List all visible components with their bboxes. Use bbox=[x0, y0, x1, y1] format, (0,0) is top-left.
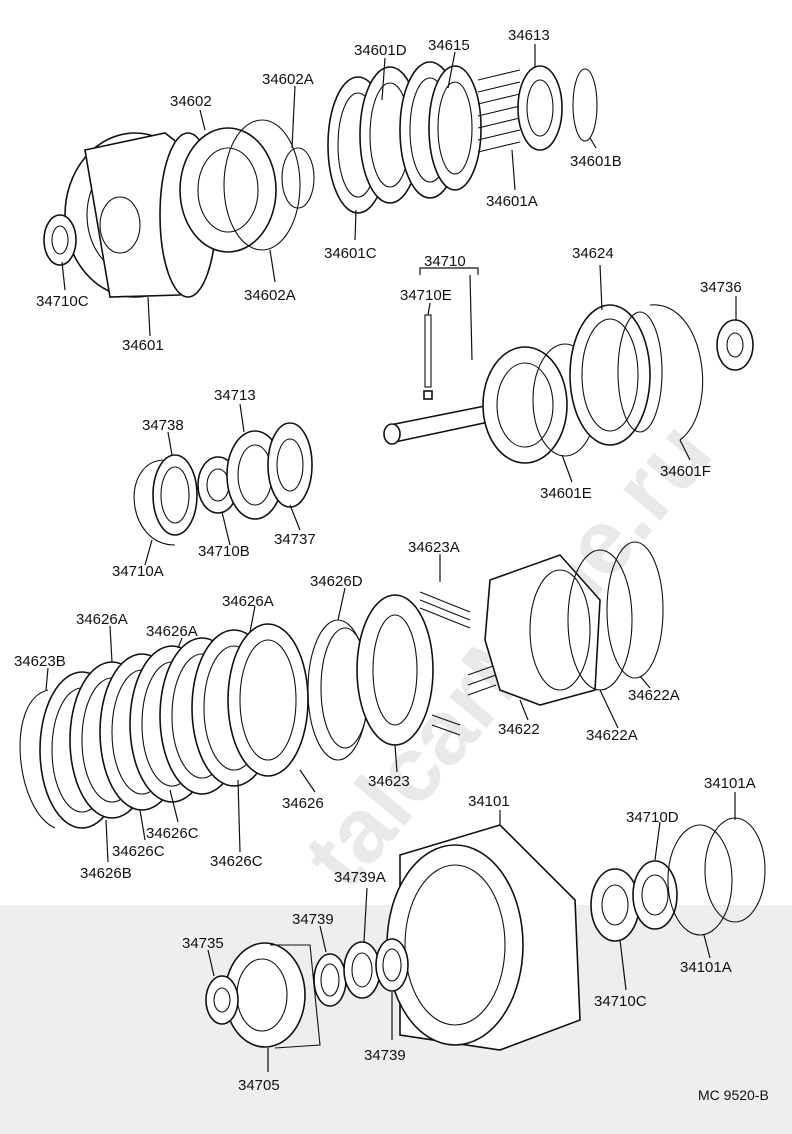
part-34623-piston bbox=[356, 594, 434, 746]
label-34739A: 34739A bbox=[334, 869, 386, 886]
label-34622A-1: 34622A bbox=[628, 687, 680, 704]
label-34602A-top: 34602A bbox=[262, 71, 314, 88]
label-34710E: 34710E bbox=[400, 287, 452, 304]
part-34601C-plates bbox=[327, 61, 482, 214]
part-34623B-snapring bbox=[19, 689, 56, 829]
part-34101-case bbox=[386, 824, 581, 1051]
part-34613-retainer bbox=[517, 65, 563, 151]
part-34624-ring bbox=[569, 304, 663, 446]
label-34737: 34737 bbox=[274, 531, 316, 548]
label-34710A: 34710A bbox=[112, 563, 164, 580]
label-34626A-2: 34626A bbox=[76, 611, 128, 628]
part-34601B-snapring bbox=[572, 68, 598, 142]
label-34710C-bottom: 34710C bbox=[594, 993, 647, 1010]
label-34615: 34615 bbox=[428, 37, 470, 54]
label-34601: 34601 bbox=[122, 337, 164, 354]
part-34601E-drum bbox=[482, 343, 598, 464]
part-34739-bearing-set bbox=[313, 938, 409, 1007]
diagram-code: MC 9520-B bbox=[698, 1087, 769, 1103]
part-34710A-snapring bbox=[133, 459, 176, 546]
part-34710C-washer-top bbox=[43, 214, 77, 266]
label-34626A-1: 34626A bbox=[222, 593, 274, 610]
label-34622A-2: 34622A bbox=[586, 727, 638, 744]
part-34601F-snapring bbox=[649, 304, 704, 441]
label-34626D: 34626D bbox=[310, 573, 363, 590]
label-34623: 34623 bbox=[368, 773, 410, 790]
label-34705: 34705 bbox=[238, 1077, 280, 1094]
label-34101: 34101 bbox=[468, 793, 510, 810]
label-34601D: 34601D bbox=[354, 42, 407, 59]
part-34626-clutch-discs bbox=[39, 623, 309, 829]
label-34710: 34710 bbox=[424, 253, 466, 270]
label-34713: 34713 bbox=[214, 387, 256, 404]
label-34601A: 34601A bbox=[486, 193, 538, 210]
part-34735-washer bbox=[205, 975, 239, 1025]
label-34101A-2: 34101A bbox=[680, 959, 732, 976]
part-34602-piston bbox=[179, 127, 277, 253]
label-34626C-1: 34626C bbox=[146, 825, 199, 842]
label-34626C-3: 34626C bbox=[210, 853, 263, 870]
label-34613: 34613 bbox=[508, 27, 550, 44]
label-34624: 34624 bbox=[572, 245, 614, 262]
label-34735: 34735 bbox=[182, 935, 224, 952]
label-34739-2: 34739 bbox=[364, 1047, 406, 1064]
part-34601A-springs bbox=[477, 69, 521, 153]
label-34626C-2: 34626C bbox=[112, 843, 165, 860]
part-34738-gear bbox=[152, 454, 198, 536]
part-34710D-bearing bbox=[632, 860, 678, 930]
leader-lines bbox=[45, 44, 737, 1072]
label-34623B: 34623B bbox=[14, 653, 66, 670]
label-34601E: 34601E bbox=[540, 485, 592, 502]
label-34602A-bottom: 34602A bbox=[244, 287, 296, 304]
label-34739-1: 34739 bbox=[292, 911, 334, 928]
label-34601F: 34601F bbox=[660, 463, 711, 480]
label-34710C-top: 34710C bbox=[36, 293, 89, 310]
label-34101A-1: 34101A bbox=[704, 775, 756, 792]
part-34622-housing bbox=[484, 554, 601, 706]
label-34738: 34738 bbox=[142, 417, 184, 434]
part-34623A-springs bbox=[419, 591, 497, 736]
part-34602A-seal bbox=[223, 119, 315, 251]
label-34623A: 34623A bbox=[408, 539, 460, 556]
part-labels: 34601D 34615 34613 34602A 34602 34601B 3… bbox=[14, 27, 756, 1094]
label-34736: 34736 bbox=[700, 279, 742, 296]
part-34737-plate bbox=[267, 422, 313, 508]
label-34626A-3: 34626A bbox=[146, 623, 198, 640]
label-34710B: 34710B bbox=[198, 543, 250, 560]
label-34626: 34626 bbox=[282, 795, 324, 812]
label-34601B: 34601B bbox=[570, 153, 622, 170]
part-34710C-washer-bottom bbox=[590, 868, 640, 942]
label-34622: 34622 bbox=[498, 721, 540, 738]
label-34626B: 34626B bbox=[80, 865, 132, 882]
label-34710D: 34710D bbox=[626, 809, 679, 826]
label-34601C: 34601C bbox=[324, 245, 377, 262]
label-34602: 34602 bbox=[170, 93, 212, 110]
part-34736-washer bbox=[716, 319, 754, 371]
